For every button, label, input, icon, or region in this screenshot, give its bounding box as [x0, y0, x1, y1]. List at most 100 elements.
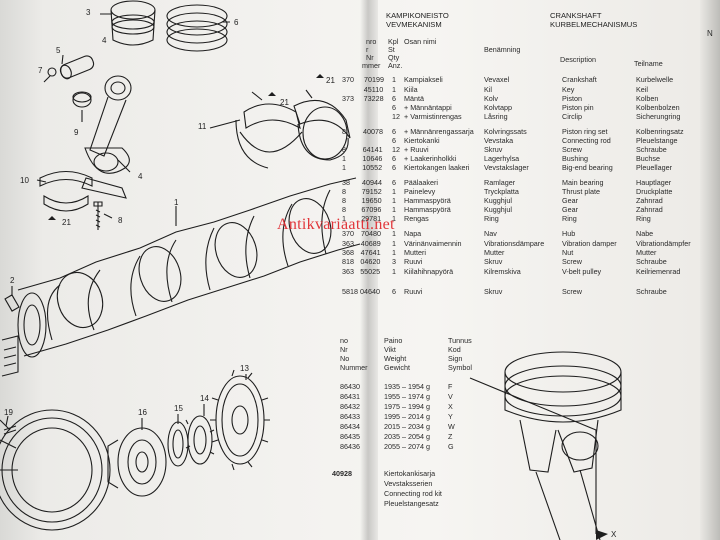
part-en: Key — [562, 85, 575, 94]
part-de: Pleuellager — [636, 163, 672, 172]
part-fi: + Laakerinholkki — [404, 154, 457, 163]
callout-x: X — [611, 530, 617, 539]
weight-no: 86434 — [340, 422, 360, 431]
weight-range: 1995 – 2014 g — [384, 412, 430, 421]
weights-col3-h3: Symbol — [448, 363, 472, 372]
part-fi: Painelevy — [404, 187, 436, 196]
col-header-description: Description — [560, 55, 596, 64]
part-qty: 1 — [392, 205, 396, 214]
callout-9: 9 — [74, 128, 79, 137]
part-prefix: 5818 — [342, 287, 358, 296]
part-sv: Mutter — [484, 248, 505, 257]
part-de: Druckplatte — [636, 187, 673, 196]
part-qty: 1 — [392, 187, 396, 196]
part-no: 04620 — [360, 257, 381, 266]
col-header-nummer: mmer — [362, 61, 381, 70]
part-fi: Päälaakeri — [404, 178, 438, 187]
col-header-anz: Anz. — [388, 61, 403, 70]
piston-rod-kit-illustration — [469, 351, 622, 540]
kit-line-en: Connecting rod kit — [384, 489, 442, 498]
part-en: Screw — [562, 287, 582, 296]
part-qty: 6 — [392, 94, 396, 103]
callout-13: 13 — [240, 364, 249, 373]
col-header-kpl: Kpl — [388, 37, 399, 46]
piston-illustration — [110, 0, 156, 46]
part-sv: Kolv — [484, 94, 498, 103]
part-sv: Låsring — [484, 112, 508, 121]
part-prefix: 368 — [342, 248, 354, 257]
weight-range: 2055 – 2074 g — [384, 442, 430, 451]
part-prefix: 373 — [342, 94, 354, 103]
part-sv: Skruv — [484, 287, 503, 296]
part-en: Main bearing — [562, 178, 604, 187]
part-de: Nabe — [636, 229, 654, 238]
part-fi: + Varmistinrengas — [404, 112, 462, 121]
part-en: Nut — [562, 248, 574, 257]
kit-number: 40928 — [332, 469, 352, 478]
part-fi: Kiertokangen laakeri — [404, 163, 470, 172]
callout-8: 8 — [118, 216, 123, 225]
callout-19: 19 — [4, 408, 13, 417]
weight-sym: F — [448, 382, 453, 391]
part-sv: Vevstakslager — [484, 163, 529, 172]
callout-11: 11 — [198, 122, 207, 131]
part-prefix: 370 — [342, 229, 354, 238]
part-de: Ring — [636, 214, 651, 223]
part-qty: 6 — [392, 103, 396, 112]
part-de: Kolbenbolzen — [636, 103, 680, 112]
kit-line-sv: Vevstaksserien — [384, 479, 433, 488]
part-de: Hauptlager — [636, 178, 672, 187]
part-en: Hub — [562, 229, 576, 238]
part-prefix: 370 — [342, 75, 354, 84]
part-de: Keil — [636, 85, 648, 94]
part-qty: 6 — [392, 136, 396, 145]
col-header-r: r — [366, 45, 369, 54]
part-en: Thrust plate — [562, 187, 600, 196]
part-en: Bushing — [562, 154, 588, 163]
col-header-teilname: Teilname — [634, 59, 663, 68]
part-prefix: 8 — [342, 127, 346, 136]
part-no: 67096 — [361, 205, 382, 214]
weights-col3-h0: Tunnus — [448, 336, 472, 345]
part-de: Vibrationdämpfer — [636, 239, 691, 248]
part-en: Piston pin — [562, 103, 594, 112]
connecting-rod-illustration — [81, 75, 132, 199]
kit-line-fi: Kiertokankisarja — [384, 469, 436, 478]
part-qty: 6 — [392, 178, 396, 187]
vibration-damper-illustration — [0, 409, 111, 531]
part-qty: 1 — [392, 196, 396, 205]
col-header-st: St — [388, 45, 395, 54]
weights-col2-h1: Vikt — [384, 345, 396, 354]
part-qty: 1 — [392, 239, 396, 248]
part-qty: 6 — [392, 127, 396, 136]
part-qty: 3 — [392, 257, 396, 266]
part-no: 04640 — [360, 287, 380, 296]
part-no: 40078 — [363, 127, 383, 136]
book-gutter — [360, 0, 378, 540]
part-de: Kolben — [636, 94, 659, 103]
header-en: CRANKSHAFT — [550, 11, 602, 20]
part-qty: 1 — [392, 214, 396, 223]
main-bearing-illustration — [235, 99, 351, 169]
part-sv: Vevaxel — [484, 75, 510, 84]
weight-range: 1935 – 1954 g — [384, 382, 430, 391]
weights-col1-h1: Nr — [340, 345, 348, 354]
weight-range: 2035 – 2054 g — [384, 432, 430, 441]
part-prefix: 8 — [342, 187, 346, 196]
callout-14: 14 — [200, 394, 209, 403]
part-de: Zahnrad — [636, 205, 663, 214]
weights-col2-h3: Gewicht — [384, 363, 410, 372]
part-de: Mutter — [636, 248, 657, 257]
part-fi: + Männänrengassarja — [404, 127, 474, 136]
callout-6: 6 — [234, 18, 239, 27]
part-sv: Ring — [484, 214, 499, 223]
